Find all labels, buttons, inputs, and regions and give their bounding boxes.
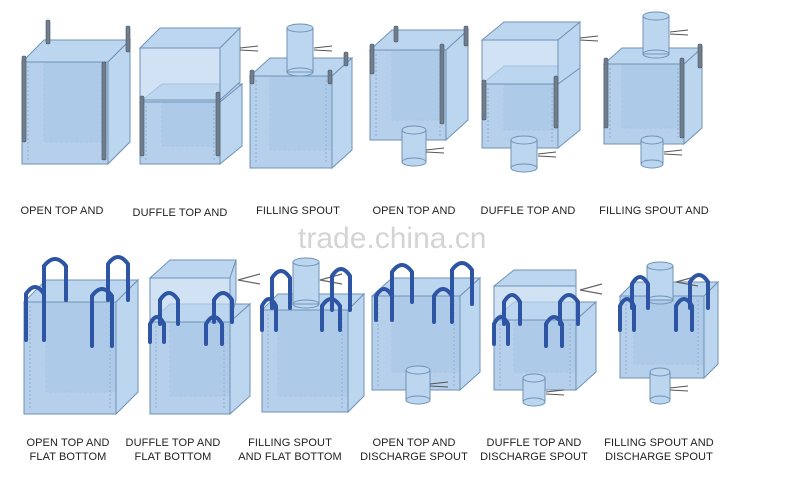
bag-duffle-top-flat-bottom xyxy=(148,259,261,416)
bag-duffle-top-discharge xyxy=(480,20,599,173)
bag-duffle-top xyxy=(138,26,259,166)
watermark: trade.china.cn xyxy=(298,222,487,255)
bag-open-top-flat-bottom xyxy=(22,255,140,416)
bag-open-top-discharge xyxy=(368,25,470,167)
bag-filling-spout-discharge-spout xyxy=(618,261,720,405)
caption-top-1: OPEN TOP AND xyxy=(20,205,104,217)
bag-filling-spout-flat-bottom xyxy=(260,257,366,414)
bag-filling-spout-discharge xyxy=(602,11,704,169)
caption-top-4: OPEN TOP AND xyxy=(372,205,456,217)
caption-top-5: DUFFLE TOP AND xyxy=(480,205,576,217)
caption-top-6: FILLING SPOUT AND xyxy=(599,205,709,217)
bag-open-top xyxy=(20,19,132,166)
caption-top-2: DUFFLE TOP AND xyxy=(132,207,228,219)
bag-open-top-discharge-spout xyxy=(370,261,482,405)
bag-duffle-top-discharge-spout xyxy=(492,269,603,407)
bag-filling-spout xyxy=(248,23,354,170)
caption-top-3: FILLING SPOUT xyxy=(256,205,340,217)
